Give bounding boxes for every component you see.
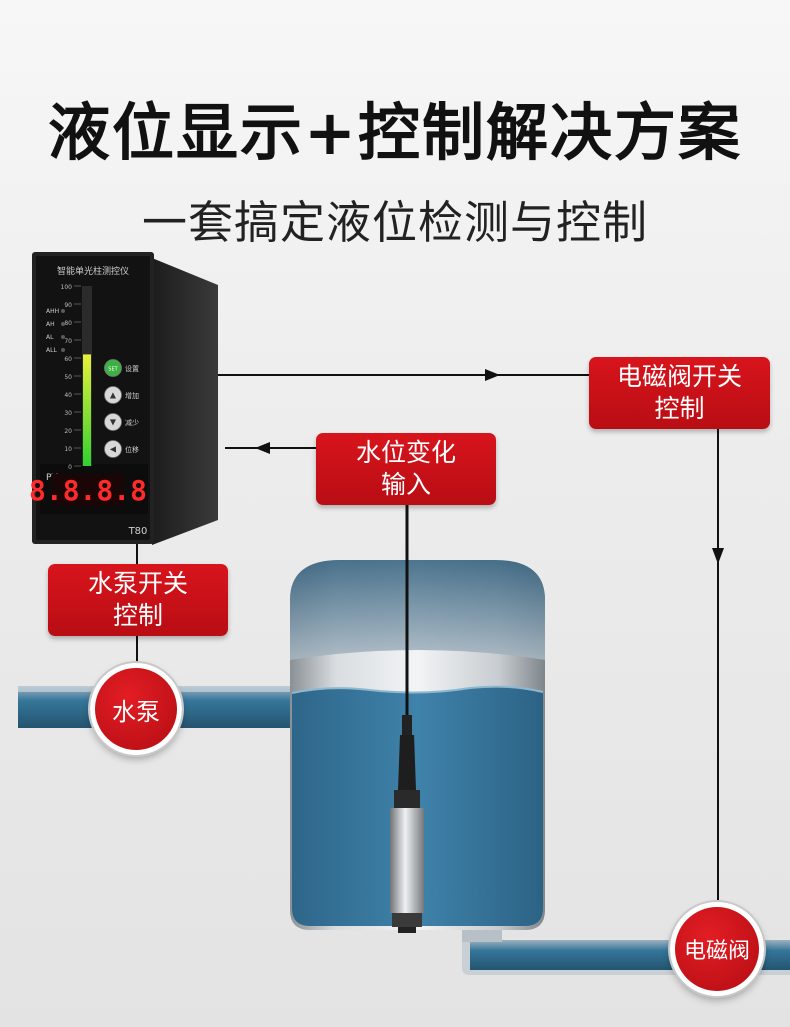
scale-tick-label: 70: [64, 338, 72, 345]
instrument-button-symbol: ▲: [110, 391, 117, 400]
instrument-button-label: 增加: [125, 391, 139, 400]
pump-circle: 水泵: [90, 663, 182, 755]
scale-tick-label: 50: [64, 374, 72, 381]
scale-tick-label: 30: [64, 410, 72, 417]
level-input-text: 水位变化 输入: [355, 438, 456, 499]
pump-control-text: 水泵开关 控制: [87, 569, 188, 630]
scale-tick-label: 20: [64, 428, 72, 435]
instrument-button-symbol: SET: [108, 367, 118, 373]
page-subtitle: 一套搞定液位检测与控制: [141, 196, 648, 249]
arrow-to-valve-label: [485, 369, 500, 381]
alarm-led: [61, 309, 65, 313]
instrument-button[interactable]: [104, 413, 122, 431]
arrow-to-valve: [712, 548, 724, 564]
valve-control-label: 电磁阀开关 控制: [589, 357, 770, 429]
level-input-label: 水位变化 输入: [316, 433, 496, 505]
alarm-label: AHH: [46, 308, 59, 315]
pump-label: 水泵: [112, 697, 160, 726]
scale-tick-label: 90: [64, 302, 72, 309]
alarm-label: ALL: [46, 347, 57, 354]
model-label: T80: [128, 526, 148, 537]
alarm-label: AL: [46, 334, 54, 341]
scale-tick-label: 0: [68, 464, 72, 471]
instrument-button[interactable]: [104, 440, 122, 458]
scale-tick-label: 40: [64, 392, 72, 399]
valve-control-text: 电磁阀开关 控制: [616, 362, 742, 423]
page-title: 液位显示+控制解决方案: [48, 96, 742, 169]
scale-tick-label: 60: [64, 356, 72, 363]
instrument-header: 智能单光柱测控仪: [57, 265, 129, 277]
alarm-indicators: AHH AH AL ALL: [46, 308, 65, 354]
alarm-label: AH: [46, 321, 55, 328]
instrument-button[interactable]: [104, 386, 122, 404]
level-sensor: [390, 500, 424, 933]
alarm-led: [61, 322, 65, 326]
scale-tick-label: 100: [61, 284, 73, 291]
water-tank: [290, 560, 545, 930]
pump-control-label: 水泵开关 控制: [48, 564, 228, 636]
instrument-button-label: 设置: [125, 364, 139, 373]
signal-lines: [136, 374, 719, 900]
pv-display: 8.8.8.8: [29, 474, 147, 507]
instrument-button[interactable]: [104, 359, 122, 377]
scale-tick-label: 80: [64, 320, 72, 327]
alarm-led: [61, 335, 65, 339]
instrument-button-label: 减少: [125, 418, 139, 427]
valve-label: 电磁阀: [683, 939, 750, 964]
arrow-to-instrument: [255, 442, 270, 454]
instrument-buttons: SET 设置 ▲ 增加 ▼ 减少 ◀ 位移: [104, 359, 139, 458]
instrument-button-label: 位移: [125, 445, 139, 454]
valve-circle: 电磁阀: [670, 902, 764, 996]
alarm-led: [61, 348, 65, 352]
level-bar: [83, 354, 91, 466]
scale-tick-label: 10: [64, 446, 72, 453]
instrument-button-symbol: ▼: [110, 418, 117, 427]
instrument-button-symbol: ◀: [110, 445, 117, 454]
